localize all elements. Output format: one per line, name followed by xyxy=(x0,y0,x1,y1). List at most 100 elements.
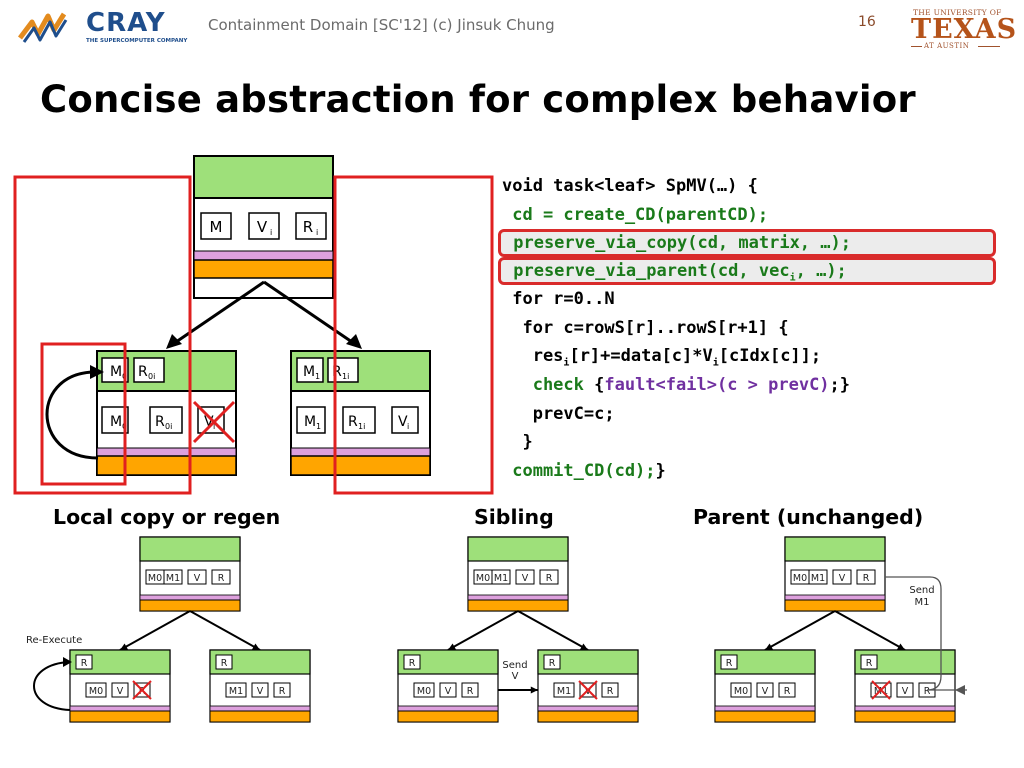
parent-l-b2-text: R xyxy=(784,686,791,697)
sibling-l-b2 xyxy=(461,682,479,698)
lc-bot-v-sub: i xyxy=(213,422,215,431)
code-line-10: } xyxy=(502,432,533,453)
sibling-r-b2-text: R xyxy=(607,686,614,697)
ut-logo-rule-left xyxy=(911,46,922,47)
parent-arrow-left-head xyxy=(765,643,773,650)
code-line-4-sub: i xyxy=(789,272,796,284)
re-execute-arrowhead xyxy=(90,365,104,379)
rc-bot-m-sub: 1 xyxy=(316,422,321,431)
sibling-l-b1 xyxy=(439,682,457,698)
rc-bot-v: V xyxy=(398,414,408,430)
local-left-orange xyxy=(69,710,171,723)
local-r-b2-text: R xyxy=(279,686,286,697)
local-cross-b xyxy=(132,680,152,700)
sibling-cross-b xyxy=(578,680,598,700)
sibling-l-top-r-text: R xyxy=(409,658,416,669)
parent-cross-b xyxy=(871,680,891,700)
code-line-4: preserve_via_parent(cd, veci, …); xyxy=(498,257,996,286)
sibling-left-pink xyxy=(397,705,499,712)
local-re-execute-curve xyxy=(33,661,71,711)
arrowhead-left xyxy=(166,334,182,349)
parent-p-m1-text: M1 xyxy=(811,573,825,584)
left-child-node: M 0 R 0i M 0 R 0i V i xyxy=(96,350,237,476)
left-inner-red-frame xyxy=(40,342,127,486)
parent-right-pink xyxy=(854,705,956,712)
rc-bot-m: M xyxy=(304,414,316,430)
local-l-b0-text: M0 xyxy=(89,686,103,697)
parent-right-orange xyxy=(854,710,956,723)
sibling-right-pink xyxy=(537,705,639,712)
lc-bot-r: R xyxy=(155,414,165,430)
local-arrow-left-head xyxy=(120,643,128,650)
local-re-execute-label: Re-Execute xyxy=(26,635,82,646)
caption-local: Local copy or regen xyxy=(53,505,281,529)
sibling-r-top-r xyxy=(543,654,561,670)
parent-r-b0-text: M1 xyxy=(874,686,888,697)
parent-p-v-text: V xyxy=(839,573,846,584)
parent-r-b1-text: V xyxy=(902,686,909,697)
local-l-b0 xyxy=(85,682,107,698)
local-l-b1-text: V xyxy=(117,686,124,697)
parent-send-head xyxy=(955,685,965,695)
code-line-4a: preserve_via_parent(cd, vec xyxy=(503,261,790,282)
parent-r-top-r-text: R xyxy=(866,658,873,669)
sibling-p-m1-text: M1 xyxy=(494,573,508,584)
lc-top-r-sub: 0i xyxy=(148,372,155,381)
slide-title: Concise abstraction for complex behavior xyxy=(40,78,916,121)
arrow-right-child xyxy=(263,280,353,344)
sibling-l-b0-text: M0 xyxy=(417,686,431,697)
lc-bot-r-sub: 0i xyxy=(165,422,172,431)
lc-top-m: M xyxy=(110,364,122,380)
sibling-send-v-label: V xyxy=(512,671,519,682)
sibling-p-m0-text: M0 xyxy=(476,573,490,584)
code-line-8a: check xyxy=(502,374,595,395)
parent-l-b1-text: V xyxy=(762,686,769,697)
parent-send-label-bg xyxy=(906,582,938,610)
right-child-node: M 1 R 1i M 1 R 1i V i xyxy=(290,350,431,476)
lc-top-r: R xyxy=(138,364,148,380)
local-p-m1 xyxy=(163,569,183,585)
sibling-send-label: Send xyxy=(502,660,527,671)
parent-send-label: Send xyxy=(909,585,934,596)
parent-r-b2-text: R xyxy=(924,686,931,697)
local-p-r-text: R xyxy=(218,573,225,584)
local-r-b1-text: V xyxy=(257,686,264,697)
cray-logo xyxy=(18,8,208,48)
local-l-top-r xyxy=(75,654,93,670)
left-red-frame xyxy=(13,175,192,495)
sibling-arrow-right xyxy=(517,610,589,651)
code-line-1: void task<leaf> SpMV(…) { xyxy=(502,176,758,196)
code-line-11: commit_CD(cd);} xyxy=(502,457,996,486)
code-line-6: for c=rowS[r]..rowS[r+1] { xyxy=(502,317,789,338)
code-line-8: check {fault<fail>(c > prevC);} xyxy=(502,371,996,400)
code-line-7: resi[r]+=data[c]*Vi[cIdx[c]]; xyxy=(502,342,996,371)
code-line-4b: , …); xyxy=(795,261,847,282)
code-line-5: for r=0..N xyxy=(502,289,615,310)
parent-l-top-r-text: R xyxy=(726,658,733,669)
code-line-11a: commit_CD(cd); xyxy=(502,460,656,481)
local-arrow-left xyxy=(119,610,191,651)
parent-send-m1-label: M1 xyxy=(915,597,930,608)
sibling-parent-orange xyxy=(467,599,569,612)
parent-cell-m: M xyxy=(210,218,223,236)
code-line-11b: } xyxy=(655,460,666,481)
sibling-l-b2-text: R xyxy=(467,686,474,697)
sibling-r-b0 xyxy=(553,682,575,698)
parent-arrow-right xyxy=(834,610,906,651)
parent-l-b1 xyxy=(756,682,774,698)
local-re-execute-head xyxy=(63,657,72,667)
local-r-b0-text: M1 xyxy=(229,686,243,697)
code-line-8d: ;} xyxy=(829,374,851,395)
parent-parent-pink xyxy=(784,594,886,601)
parent-p-m1 xyxy=(808,569,828,585)
local-r-b1 xyxy=(251,682,269,698)
sibling-left-orange xyxy=(397,710,499,723)
local-r-b0 xyxy=(225,682,247,698)
parent-r-top-r xyxy=(860,654,878,670)
local-r-b2 xyxy=(273,682,291,698)
code-line-7a: res xyxy=(502,346,564,367)
parent-cell-v-sub: i xyxy=(270,228,272,237)
big-cd-diagram: M V i R i M 0 R 0i M 0 R 0i V i xyxy=(13,155,494,495)
parent-parent-orange xyxy=(784,599,886,612)
cray-wordmark: CRAY xyxy=(86,8,166,38)
